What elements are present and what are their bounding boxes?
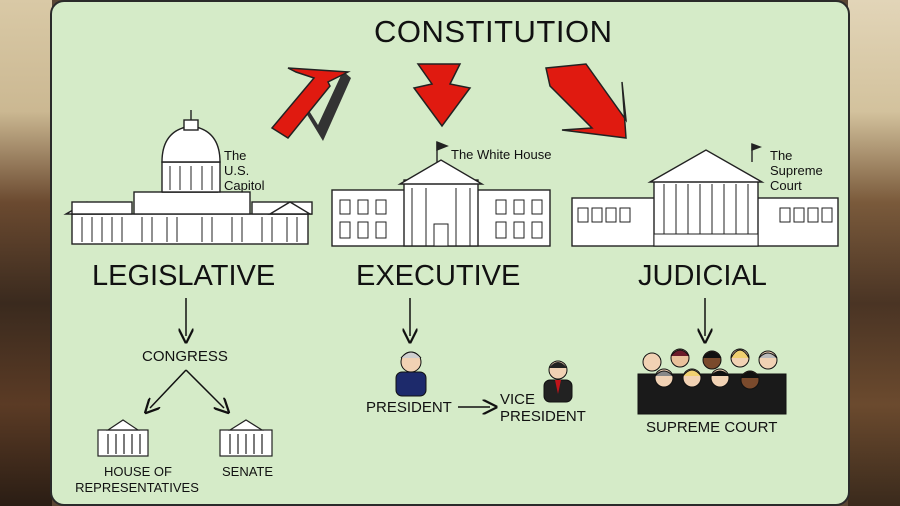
vice-president-figure [543, 360, 573, 403]
red-arrow-left [270, 67, 351, 141]
executive-label: EXECUTIVE [356, 260, 521, 292]
diagram-panel: CONSTITUTION The U.S. Capitol The White … [50, 0, 850, 506]
capitol-building [63, 110, 313, 245]
judicial-label: JUDICIAL [638, 260, 767, 292]
house-label: HOUSE OF [88, 464, 188, 479]
diagram-title: CONSTITUTION [374, 14, 613, 49]
white-house-building [331, 140, 551, 247]
house-label-line: HOUSE OF [104, 464, 172, 479]
vice-label-line: PRESIDENT [500, 408, 586, 425]
congress-label: CONGRESS [142, 348, 228, 365]
arrow-congress-house [150, 369, 187, 408]
capitol-caption-line: U.S. [224, 163, 250, 178]
senate-building-icon [219, 419, 273, 457]
red-arrow-middle [412, 63, 472, 128]
court-caption-line: The [770, 148, 793, 163]
senate-label: SENATE [222, 464, 274, 479]
capitol-caption-line: Capitol [224, 178, 265, 193]
capitol-caption-line: The [224, 148, 247, 163]
legislative-label: LEGISLATIVE [92, 260, 276, 292]
house-label-line: REPRESENTATIVES [75, 480, 199, 495]
court-caption-line: Court [770, 178, 802, 193]
vice-president-label: VICE PRESIDENT [500, 391, 586, 425]
background-painting-left [0, 0, 52, 506]
president-label: PRESIDENT [366, 399, 452, 416]
house-label-2: REPRESENTATIVES [62, 480, 212, 495]
house-building-icon [97, 419, 149, 457]
supreme-court-caption: The Supreme Court [770, 148, 823, 193]
capitol-caption: The U.S. Capitol [224, 148, 264, 193]
supreme-court-label: SUPREME COURT [646, 419, 778, 436]
white-house-caption: The White House [451, 147, 552, 162]
background-painting-right [848, 0, 900, 506]
diagram-graphics [63, 63, 839, 457]
supreme-court-justices [637, 348, 787, 415]
vice-label-line: VICE [500, 391, 536, 408]
arrow-congress-senate [185, 369, 224, 408]
president-figure [395, 351, 427, 397]
red-arrow-right [545, 63, 628, 139]
court-caption-line: Supreme [770, 163, 823, 178]
supreme-court-building [571, 142, 839, 247]
